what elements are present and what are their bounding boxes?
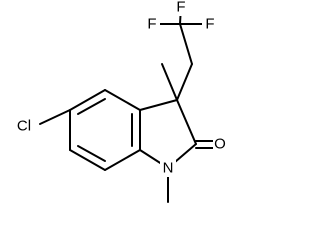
bond-c7-c7a — [104, 149, 141, 171]
benzene-ring — [69, 89, 141, 171]
fluorine-2-text: F — [176, 0, 185, 16]
bond-c5-cl — [39, 109, 71, 125]
bond-c3-c2 — [176, 99, 197, 145]
fluorine-label-3: F — [202, 15, 218, 33]
fluorine-label-1: F — [144, 15, 160, 33]
bond-c4-c3a — [104, 89, 141, 111]
bond-c4-c5-inner — [77, 98, 106, 115]
bond-c3-ch2 — [176, 63, 193, 101]
bond-c6-c7 — [69, 149, 106, 171]
fluorine-3-text: F — [205, 16, 214, 33]
bond-c4-c5 — [69, 89, 106, 111]
chlorine-label: Cl — [12, 117, 38, 135]
chemical-structure-diagram: F F F Cl O N — [12, 0, 228, 203]
bond-c3-methyl — [161, 63, 178, 101]
nitrogen-text: N — [163, 160, 174, 177]
chlorine-text: Cl — [17, 118, 31, 135]
oxygen-label: O — [213, 135, 228, 153]
lactam-ring — [139, 99, 197, 169]
bond-c6-c7-inner — [77, 145, 106, 162]
oxygen-text: O — [214, 136, 226, 153]
atom-labels: F F F Cl O N — [12, 0, 228, 177]
bond-c3a-c3 — [139, 99, 178, 111]
fluorine-label-2: F — [173, 0, 189, 16]
nitrogen-label: N — [160, 159, 176, 177]
bond-ch2-cf3 — [179, 23, 193, 65]
fluorine-1-text: F — [147, 16, 156, 33]
